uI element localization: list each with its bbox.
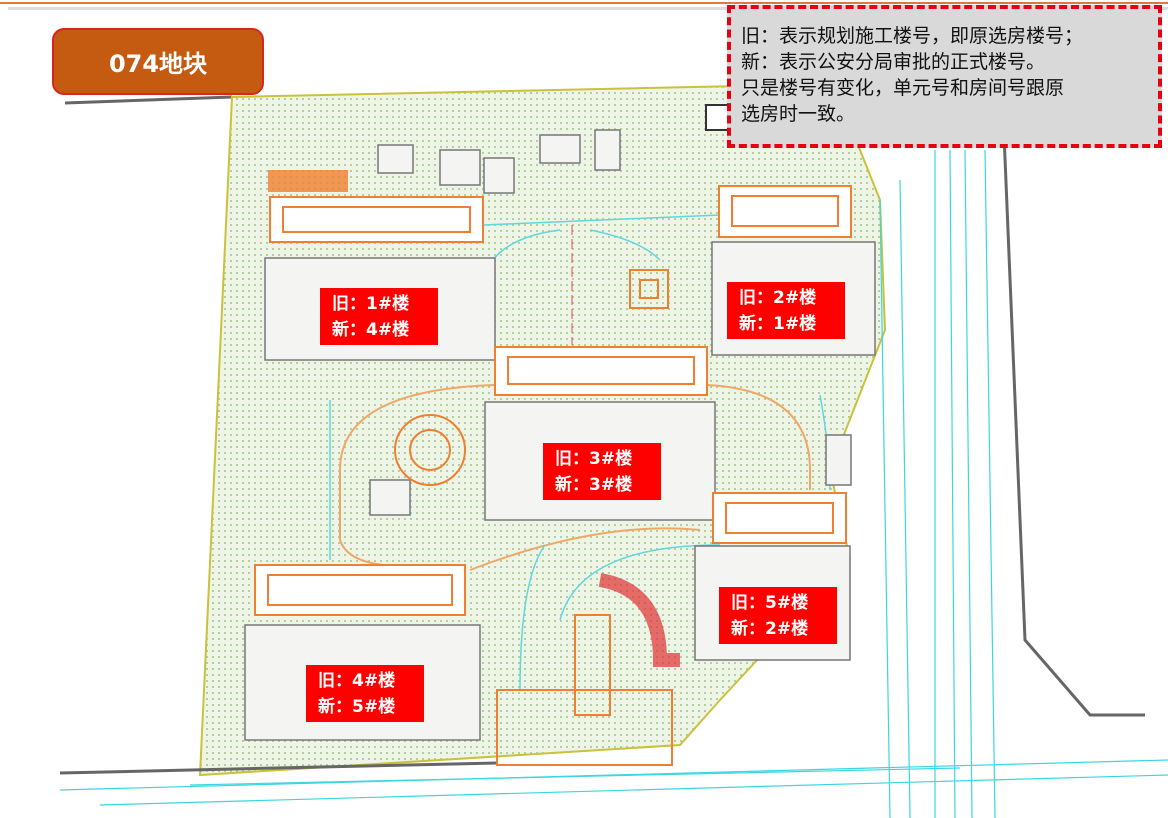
note-line: 选房时一致。: [741, 103, 856, 125]
new-number: 新：1#楼: [739, 314, 817, 334]
new-number: 新：5#楼: [318, 697, 396, 717]
podium-bars: [254, 185, 852, 616]
building-label-4: 旧：4#楼 新：5#楼: [306, 665, 424, 722]
new-number: 新：2#楼: [731, 619, 809, 639]
legend-note: 旧：表示规划施工楼号，即原选房楼号； 新：表示公安分局审批的正式楼号。 只是楼号…: [727, 5, 1162, 148]
plot-title: 074地块: [52, 28, 264, 95]
header-rule: [0, 2, 1168, 4]
old-number: 旧：3#楼: [555, 449, 633, 469]
old-number: 旧：4#楼: [318, 671, 396, 691]
building-label-3: 旧：3#楼 新：3#楼: [543, 443, 661, 500]
road-edges: [59, 109, 1145, 775]
note-line: 新：表示公安分局审批的正式楼号。: [741, 51, 1046, 73]
header-shadow: [8, 7, 1168, 10]
internal-paths: [339, 384, 811, 571]
new-number: 新：4#楼: [332, 320, 410, 340]
building-label-2: 旧：2#楼 新：1#楼: [727, 282, 845, 339]
old-number: 旧：5#楼: [731, 593, 809, 613]
note-line: 旧：表示规划施工楼号，即原选房楼号；: [741, 25, 1084, 47]
roads-east: [59, 149, 1168, 818]
old-number: 旧：1#楼: [332, 294, 410, 314]
entrance-gate: [496, 573, 680, 766]
playground: [268, 170, 348, 192]
old-number: 旧：2#楼: [739, 288, 817, 308]
garden-feature: [394, 269, 669, 486]
building-label-1: 旧：1#楼 新：4#楼: [320, 288, 438, 345]
note-line: 只是楼号有变化，单元号和房间号跟原: [741, 77, 1065, 99]
guard-house: [705, 104, 729, 131]
new-number: 新：3#楼: [555, 475, 633, 495]
boundary-road-line: [64, 95, 233, 105]
building-label-5: 旧：5#楼 新：2#楼: [719, 587, 837, 644]
